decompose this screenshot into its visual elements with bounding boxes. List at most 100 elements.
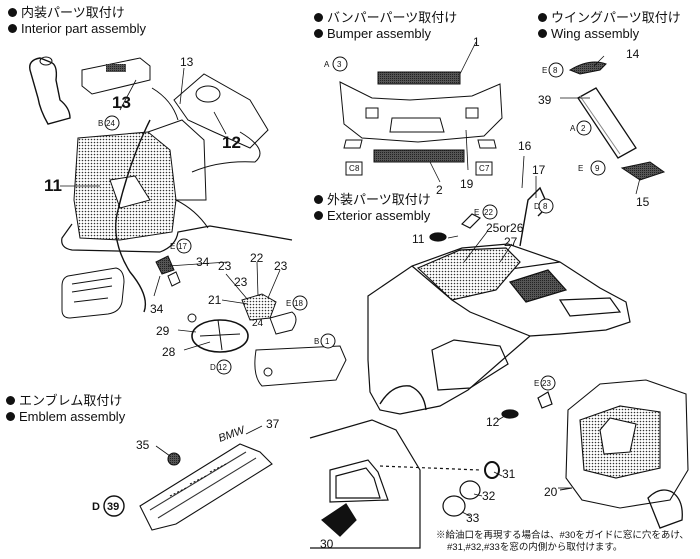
svg-text:8: 8 <box>543 202 548 211</box>
svg-text:B: B <box>98 119 103 128</box>
svg-text:C: C <box>349 164 355 173</box>
exterior-title-ja: 外装パーツ取付け <box>327 192 431 207</box>
wing-title-ja: ウイングパーツ取付け <box>551 10 681 25</box>
runner-ref-e22: E 22 <box>474 204 498 220</box>
seat-part <box>29 57 71 125</box>
interior-section-header: 内装パーツ取付け Interior part assembly <box>8 5 146 37</box>
callout-27: 27 <box>504 235 518 249</box>
runner-ref-d39: D 39 <box>92 495 125 517</box>
rear-body-diagram <box>559 379 689 529</box>
callout-32: 32 <box>482 489 496 503</box>
fuel-cap-footnote: ※給油口を再現する場合は、#30をガイドに窓に穴をあけ、 #31,#32,#33… <box>436 530 689 554</box>
engine-cover-part <box>508 269 568 303</box>
runner-ref-b1: B 1 <box>314 333 336 349</box>
bumper-section-header: バンパーパーツ取付け Bumper assembly <box>314 10 457 42</box>
svg-text:A: A <box>324 60 330 69</box>
emblem-lettering: BMW <box>217 424 248 445</box>
runner-ref-e18: E 18 <box>286 295 308 311</box>
side-window <box>431 339 509 391</box>
callout-20: 20 <box>544 485 558 499</box>
runner-ref-b24: B 24 <box>98 115 120 131</box>
callout-12a: 12 <box>222 133 241 152</box>
steering-assembly <box>187 293 347 387</box>
svg-text:A: A <box>570 124 576 133</box>
callout-1: 1 <box>473 35 480 49</box>
fuel-cap-ring-32 <box>459 480 481 500</box>
console-part <box>81 57 151 95</box>
runner-ref-e8a: E 8 <box>542 62 564 78</box>
bumper-diagram <box>339 71 503 163</box>
bumper-title-en: Bumper assembly <box>327 26 432 41</box>
car-body-outline <box>367 243 631 415</box>
callout-21: 21 <box>208 293 222 307</box>
callout-22: 22 <box>250 251 264 265</box>
wing-title-en: Wing assembly <box>551 26 640 41</box>
callout-23c: 23 <box>234 275 248 289</box>
callout-23b: 23 <box>274 259 288 273</box>
dash-panel-part <box>254 345 347 387</box>
svg-text:8: 8 <box>553 66 558 75</box>
callout-19: 19 <box>460 177 474 191</box>
wing-tip-part <box>568 61 607 75</box>
leader-lines <box>60 41 641 517</box>
runner-ref-e23: E 23 <box>534 375 556 391</box>
footnote-line-2: #31,#32,#33を窓の内側から取付けます。 <box>447 542 623 553</box>
fuel-cap-ring-33 <box>442 495 466 517</box>
svg-text:B: B <box>314 337 319 346</box>
fuel-cap-detail <box>309 419 500 549</box>
callout-25or26: 25or26 <box>486 221 524 235</box>
bumper-title-ja: バンパーパーツ取付け <box>327 10 458 25</box>
wing-blade-part <box>577 87 637 159</box>
svg-text:E: E <box>474 208 479 217</box>
interior-diagram <box>29 56 293 319</box>
svg-text:D: D <box>210 363 216 372</box>
car-body-diagram <box>367 186 631 419</box>
callout-12b: 12 <box>486 415 500 429</box>
runner-references: A 3 B 24 C 8 C 7 E 8 A 2 E <box>92 56 606 517</box>
callout-13a: 13 <box>112 93 131 112</box>
wing-stay-part <box>620 161 666 181</box>
bumper-upper-grille-part <box>377 71 461 85</box>
callout-34b: 34 <box>150 302 164 316</box>
svg-text:7: 7 <box>485 164 490 173</box>
svg-text:1: 1 <box>325 337 330 346</box>
wing-section-header: ウイングパーツ取付け Wing assembly <box>538 10 681 42</box>
exterior-title-en: Exterior assembly <box>327 208 431 223</box>
svg-text:9: 9 <box>595 164 600 173</box>
callout-28: 28 <box>162 345 176 359</box>
svg-text:23: 23 <box>542 379 551 388</box>
front-bumper-part <box>339 81 503 143</box>
svg-text:E: E <box>286 299 291 308</box>
dashboard-part <box>173 73 269 149</box>
svg-text:18: 18 <box>294 299 303 308</box>
emblem-section-header: エンブレム取付け Emblem assembly <box>6 393 125 425</box>
svg-text:17: 17 <box>178 242 187 251</box>
wing-diagram <box>568 61 666 181</box>
turn-signal-right-part <box>477 139 497 149</box>
runner-ref-d8: D 8 <box>534 198 554 214</box>
svg-text:E: E <box>170 242 175 251</box>
svg-text:D: D <box>92 501 100 513</box>
callout-33: 33 <box>466 511 480 525</box>
footnote-line-1: ※給油口を再現する場合は、#30をガイドに窓に穴をあけ、 <box>436 530 689 541</box>
svg-text:E: E <box>578 164 583 173</box>
callout-29: 29 <box>156 324 170 338</box>
svg-text:2: 2 <box>581 124 586 133</box>
door-panel-part <box>61 267 125 319</box>
runner-ref-e17: E 17 <box>170 238 192 254</box>
runner-ref-c8: C 8 <box>345 161 363 176</box>
exterior-section-header: 外装パーツ取付け Exterior assembly <box>314 192 431 224</box>
roof-panel <box>416 247 521 301</box>
bumper-lower-grille-part <box>373 149 465 163</box>
runner-ref-c7: C 7 <box>475 161 493 176</box>
svg-text:E: E <box>542 66 547 75</box>
svg-text:C: C <box>479 164 485 173</box>
callout-34a: 34 <box>196 255 210 269</box>
runner-ref-a2: A 2 <box>570 120 592 136</box>
svg-text:12: 12 <box>218 363 227 372</box>
svg-text:3: 3 <box>337 60 342 69</box>
svg-text:8: 8 <box>355 164 360 173</box>
emblem-title-en: Emblem assembly <box>19 409 126 424</box>
